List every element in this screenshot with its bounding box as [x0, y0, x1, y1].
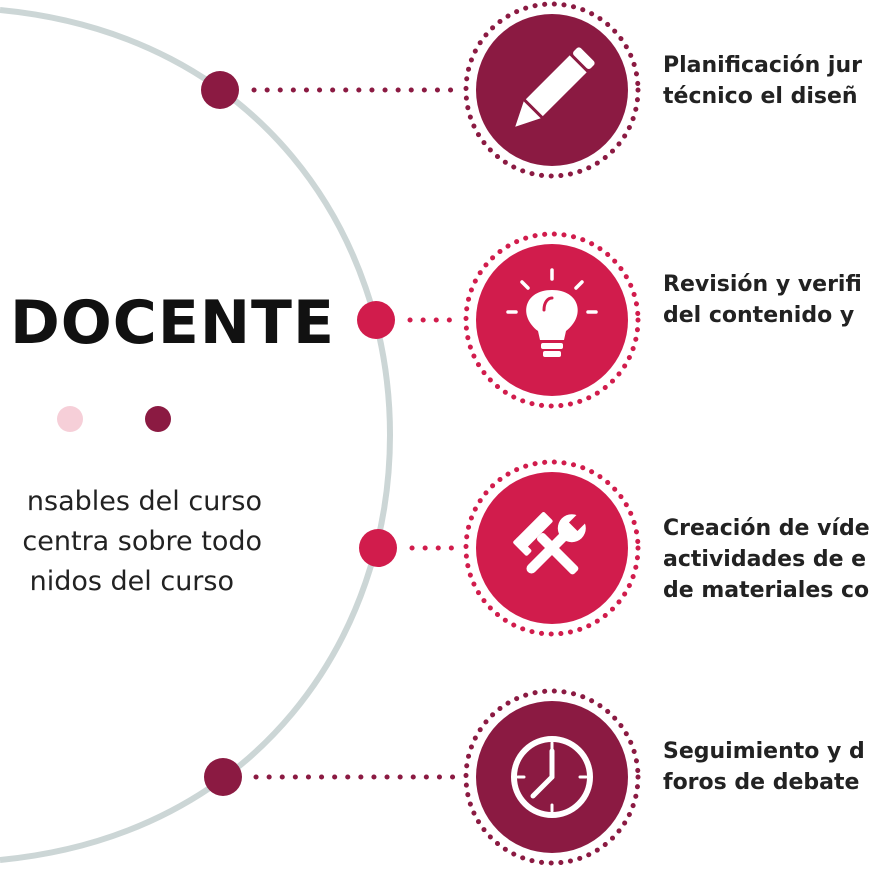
step-1-text: Planificación jur técnico el diseñ [663, 50, 870, 112]
clock-icon [511, 736, 593, 818]
step-2-connector [357, 301, 465, 339]
step-1-badge [463, 1, 641, 179]
diagram-title: DOCENTE [10, 288, 335, 358]
step-3-node [359, 529, 397, 567]
decorative-dot-light [57, 406, 83, 432]
step-2-node [357, 301, 395, 339]
step-3-text: Creación de víde actividades de e de mat… [663, 513, 870, 606]
step-text-line: actividades de e [663, 547, 867, 572]
tools-icon [513, 511, 589, 575]
description-text: nsables del curso centra sobre todo nido… [0, 482, 300, 602]
step-text-line: Planificación jur [663, 53, 862, 78]
step-3-connector [359, 529, 465, 567]
step-text-line: Creación de víde [663, 516, 870, 541]
step-4-badge [463, 688, 641, 866]
description-line: nidos del curso [29, 566, 234, 597]
step-text-line: Revisión y verifi [663, 272, 862, 297]
step-4-node [204, 758, 242, 796]
step-text-line: foros de debate [663, 770, 860, 795]
description-line: nsables del curso [26, 486, 262, 517]
step-2-text: Revisión y verifi del contenido y [663, 269, 870, 331]
description-line: centra sobre todo [22, 526, 262, 557]
lightbulb-icon [506, 268, 598, 357]
decorative-dot-dark [145, 406, 171, 432]
step-1-connector [201, 71, 465, 109]
step-4-text: Seguimiento y d foros de debate [663, 736, 870, 798]
step-2-badge [463, 231, 641, 409]
step-text-line: técnico el diseñ [663, 84, 858, 109]
step-text-line: Seguimiento y d [663, 739, 865, 764]
step-4-connector [204, 758, 465, 796]
step-text-line: de materiales co [663, 578, 870, 603]
step-1-node [201, 71, 239, 109]
step-text-line: del contenido y [663, 303, 855, 328]
main-arc [0, 7, 393, 863]
step-3-badge [463, 459, 641, 637]
